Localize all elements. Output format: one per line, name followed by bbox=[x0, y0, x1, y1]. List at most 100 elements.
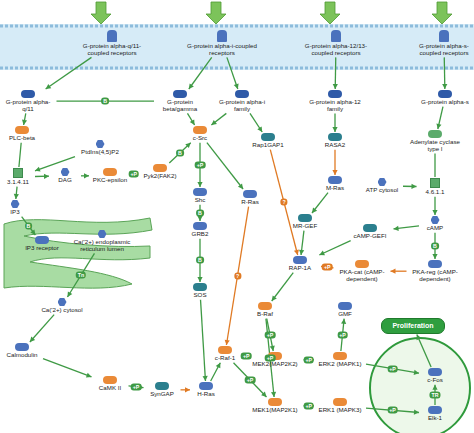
receptor-node: G-protein alpha-s-coupled receptors bbox=[416, 30, 472, 56]
node-label: c-Raf-1 bbox=[205, 355, 245, 362]
cell-membrane bbox=[0, 24, 474, 70]
arrow-head bbox=[197, 216, 202, 221]
arrow-head bbox=[216, 363, 221, 369]
compound-node: cAMP bbox=[420, 216, 450, 232]
pathway-connector bbox=[201, 300, 206, 381]
node-icon bbox=[331, 30, 341, 42]
node-label: B-Raf bbox=[248, 311, 283, 318]
node-icon bbox=[153, 164, 167, 172]
node-icon bbox=[13, 168, 23, 178]
edge-label: B bbox=[176, 149, 184, 156]
pathway-connector bbox=[207, 143, 243, 189]
pathway-connector bbox=[35, 157, 75, 171]
node-icon bbox=[193, 188, 207, 196]
arrow-head bbox=[190, 119, 195, 125]
node-label: Proliferation bbox=[384, 322, 442, 330]
protein-node: PKA-reg (cAMP-dependent) bbox=[408, 260, 463, 282]
protein-node: Elk-1 bbox=[420, 406, 450, 422]
node-label: Ca('2+) cytosol bbox=[37, 307, 87, 314]
node-icon bbox=[438, 90, 452, 98]
pathway-connector bbox=[226, 207, 248, 345]
arrow-head bbox=[332, 170, 337, 175]
pathway-connector bbox=[30, 315, 54, 342]
protein-node: MEK1(MAP2K1) bbox=[248, 398, 303, 414]
node-label: c-Src bbox=[180, 135, 220, 142]
node-icon bbox=[333, 398, 347, 406]
protein-node: SOS bbox=[185, 283, 215, 299]
node-label: ERK2 (MAPK1) bbox=[315, 361, 365, 368]
protein-node: SynGAP bbox=[145, 382, 180, 398]
arrow-head bbox=[30, 337, 35, 342]
node-label: H-Ras bbox=[191, 391, 221, 398]
protein-node: c-Fos bbox=[420, 368, 450, 384]
node-icon bbox=[218, 346, 232, 354]
node-icon bbox=[21, 90, 35, 98]
membrane-edge bbox=[0, 25, 474, 28]
pathway-connector bbox=[250, 113, 262, 132]
pathway-connector bbox=[169, 143, 190, 163]
node-label: G-protein alpha-q/11 bbox=[1, 99, 56, 112]
node-label: ATP cytosol bbox=[362, 187, 402, 194]
node-label: Pyk2(FAK2) bbox=[138, 173, 183, 180]
node-label: Elk-1 bbox=[420, 415, 450, 422]
signal-arrows bbox=[91, 2, 452, 24]
edge-label: +P bbox=[322, 264, 333, 271]
protein-node: H-Ras bbox=[191, 382, 221, 398]
edge-label: TR bbox=[429, 391, 440, 398]
arrow-head bbox=[14, 194, 19, 199]
edge-label: B bbox=[196, 209, 204, 216]
edge-label: +P bbox=[303, 356, 314, 363]
node-label: RASA2 bbox=[315, 142, 355, 149]
arrow-head bbox=[319, 251, 325, 256]
arrow-head bbox=[411, 184, 416, 189]
arrow-head bbox=[272, 295, 277, 301]
protein-node: G-protein alpha-i family bbox=[217, 90, 267, 112]
arrow-head bbox=[416, 335, 421, 341]
node-label: Rap1GAP1 bbox=[246, 142, 291, 149]
arrow-head bbox=[442, 84, 447, 89]
arrow-head bbox=[44, 174, 49, 179]
node-label: R-Ras bbox=[233, 199, 268, 206]
pathway-connector bbox=[211, 113, 226, 125]
node-label: Shc bbox=[185, 197, 215, 204]
arrow-head bbox=[30, 229, 35, 235]
arrow-head bbox=[394, 226, 399, 231]
arrow-head bbox=[294, 250, 299, 255]
pathway-connector bbox=[211, 363, 221, 381]
pathway-connector bbox=[417, 335, 431, 367]
node-label: GMF bbox=[330, 311, 360, 318]
arrow-head bbox=[86, 373, 92, 378]
node-label: DAG bbox=[50, 177, 80, 184]
pathway-connector bbox=[227, 57, 238, 89]
arrow-head bbox=[332, 127, 337, 132]
edge-label: +P bbox=[265, 331, 276, 338]
node-icon bbox=[355, 260, 369, 268]
node-label: 3.1.4.11 bbox=[2, 179, 34, 186]
edge-label: Tn bbox=[76, 272, 86, 279]
protein-node: ERK2 (MAPK1) bbox=[315, 352, 365, 368]
node-label: CaMK II bbox=[93, 385, 128, 392]
compound-node: ATP cytosol bbox=[362, 178, 402, 194]
arrow-head bbox=[261, 392, 266, 397]
edge-label: +P bbox=[241, 353, 252, 360]
node-icon bbox=[217, 30, 227, 42]
node-icon bbox=[378, 178, 387, 186]
protein-node: G-protein alpha-q/11 bbox=[1, 90, 56, 112]
arrow-head bbox=[414, 409, 419, 414]
edge-label: B bbox=[101, 98, 109, 105]
edge-label: +P bbox=[128, 170, 139, 177]
node-icon bbox=[328, 90, 342, 98]
receptor-node: G-protein alpha-12/13-coupled receptors bbox=[301, 30, 371, 56]
signal-arrow bbox=[432, 2, 452, 24]
arrow-head bbox=[67, 291, 72, 297]
compound-node: PtdIns(4,5)P2 bbox=[73, 140, 128, 156]
arrow-head bbox=[197, 182, 202, 187]
node-icon bbox=[193, 283, 207, 291]
node-label: M-Ras bbox=[318, 185, 353, 192]
node-label: c-Fos bbox=[420, 377, 450, 384]
node-label: MR-GEF bbox=[285, 223, 325, 230]
compound-node: DAG bbox=[50, 168, 80, 184]
node-label: MEK1(MAP2K1) bbox=[248, 407, 303, 414]
edge-label: B bbox=[25, 222, 33, 229]
